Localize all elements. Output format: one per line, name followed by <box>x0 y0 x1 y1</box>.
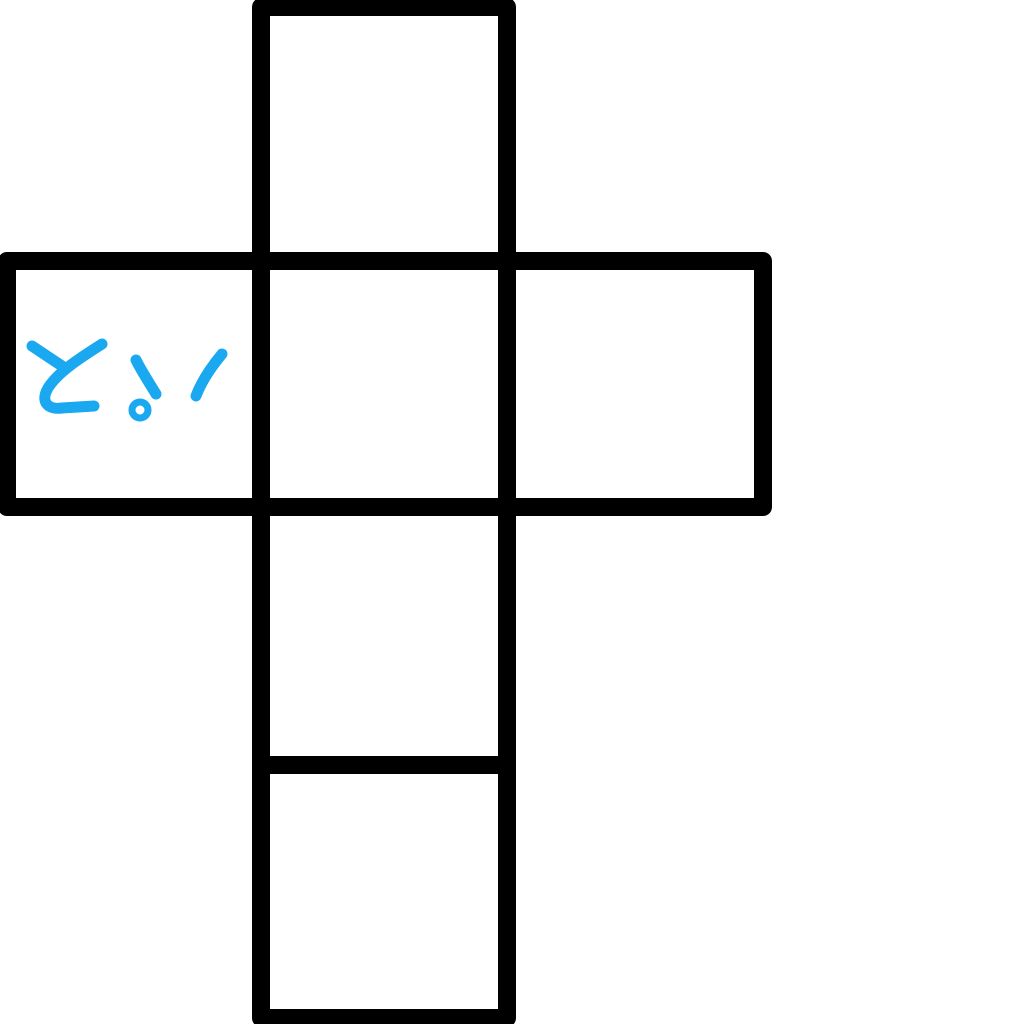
handwritten-label-toi <box>26 338 228 422</box>
cube-face-top <box>252 0 516 270</box>
cube-face-right <box>498 252 772 516</box>
cube-face-lower <box>252 498 516 774</box>
cube-face-bottom <box>252 756 516 1024</box>
handwritten-stroke <box>26 340 68 372</box>
handwritten-stroke <box>128 398 152 422</box>
handwritten-stroke <box>190 348 228 402</box>
cube-face-center <box>252 252 516 516</box>
handwritten-stroke <box>130 354 162 400</box>
handwritten-stroke <box>39 338 108 414</box>
